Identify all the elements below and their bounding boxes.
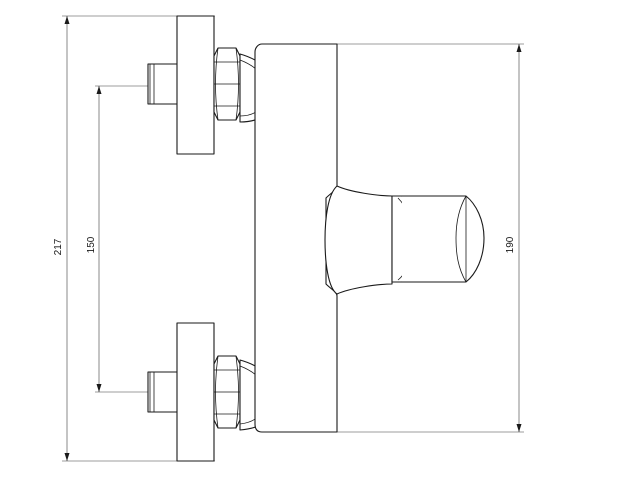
connector-spacing-label: 150: [86, 236, 97, 253]
dimension-body-height: 190: [337, 43, 524, 433]
overall-height-label: 217: [53, 238, 64, 255]
dimension-connector-spacing: 150: [86, 85, 148, 393]
lever-handle: [324, 185, 485, 295]
body-height-label: 190: [505, 236, 516, 253]
